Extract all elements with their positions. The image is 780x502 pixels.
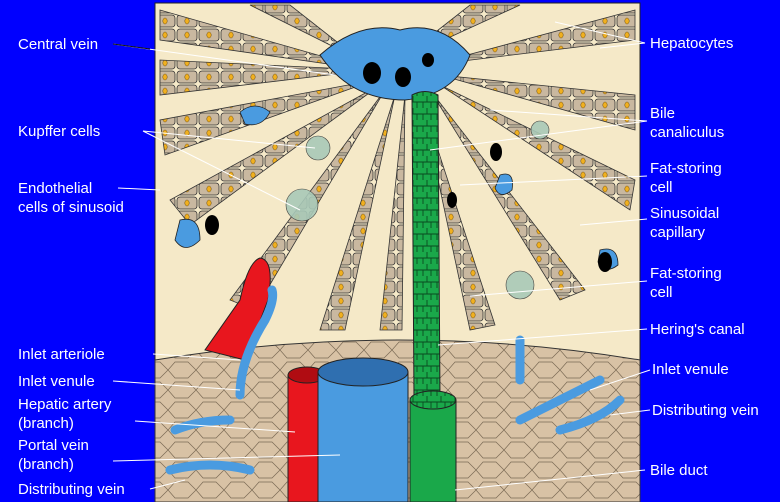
label-bile-canaliculus-line1: Bile [650, 104, 675, 123]
label-herings-canal: Hering's canal [650, 320, 745, 339]
label-sinusoidal-line1: Sinusoidal [650, 204, 719, 223]
label-central-vein: Central vein [18, 35, 98, 54]
label-distributing-vein-left: Distributing vein [18, 480, 125, 499]
label-bile-canaliculus-line2: canaliculus [650, 123, 724, 142]
label-hepatic-artery-line2: (branch) [18, 414, 74, 433]
label-kupffer-cells: Kupffer cells [18, 122, 100, 141]
label-fat-storing-1-line1: Fat-storing [650, 159, 722, 178]
label-fat-storing-2-line1: Fat-storing [650, 264, 722, 283]
label-portal-vein-line2: (branch) [18, 455, 74, 474]
label-endothelial-line2: cells of sinusoid [18, 198, 124, 217]
portal-vein-shape [318, 358, 408, 502]
label-inlet-venule-left: Inlet venule [18, 372, 95, 391]
label-portal-vein-line1: Portal vein [18, 436, 89, 455]
label-inlet-arteriole: Inlet arteriole [18, 345, 105, 364]
label-hepatocytes: Hepatocytes [650, 34, 733, 53]
label-hepatic-artery-line1: Hepatic artery [18, 395, 111, 414]
label-distributing-vein-right: Distributing vein [652, 401, 759, 420]
label-bile-duct: Bile duct [650, 461, 708, 480]
label-endothelial-line1: Endothelial [18, 179, 92, 198]
label-inlet-venule-right: Inlet venule [652, 360, 729, 379]
label-fat-storing-1-line2: cell [650, 178, 673, 197]
label-fat-storing-2-line2: cell [650, 283, 673, 302]
label-sinusoidal-line2: capillary [650, 223, 705, 242]
